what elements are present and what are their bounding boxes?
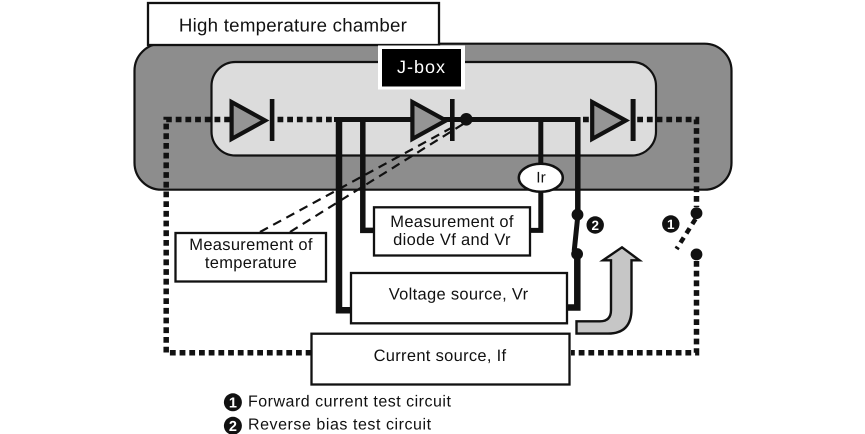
svg-text:2: 2	[591, 218, 599, 233]
svg-text:1: 1	[667, 217, 675, 232]
svg-text:Ir: Ir	[536, 170, 545, 187]
svg-text:Forward current test circuit: Forward current test circuit	[248, 393, 451, 410]
svg-text:Reverse bias test circuit: Reverse bias test circuit	[248, 417, 432, 434]
svg-text:J-box: J-box	[397, 57, 446, 77]
svg-text:Measurement of: Measurement of	[189, 236, 313, 254]
svg-text:temperature: temperature	[205, 254, 297, 272]
svg-text:Current source, If: Current source, If	[374, 347, 507, 365]
svg-text:Voltage source, Vr: Voltage source, Vr	[389, 285, 529, 303]
svg-text:diode Vf and Vr: diode Vf and Vr	[393, 231, 511, 249]
svg-text:High temperature chamber: High temperature chamber	[179, 15, 407, 36]
svg-text:1: 1	[229, 395, 237, 411]
svg-text:Measurement of: Measurement of	[390, 213, 514, 231]
svg-text:2: 2	[229, 419, 237, 434]
